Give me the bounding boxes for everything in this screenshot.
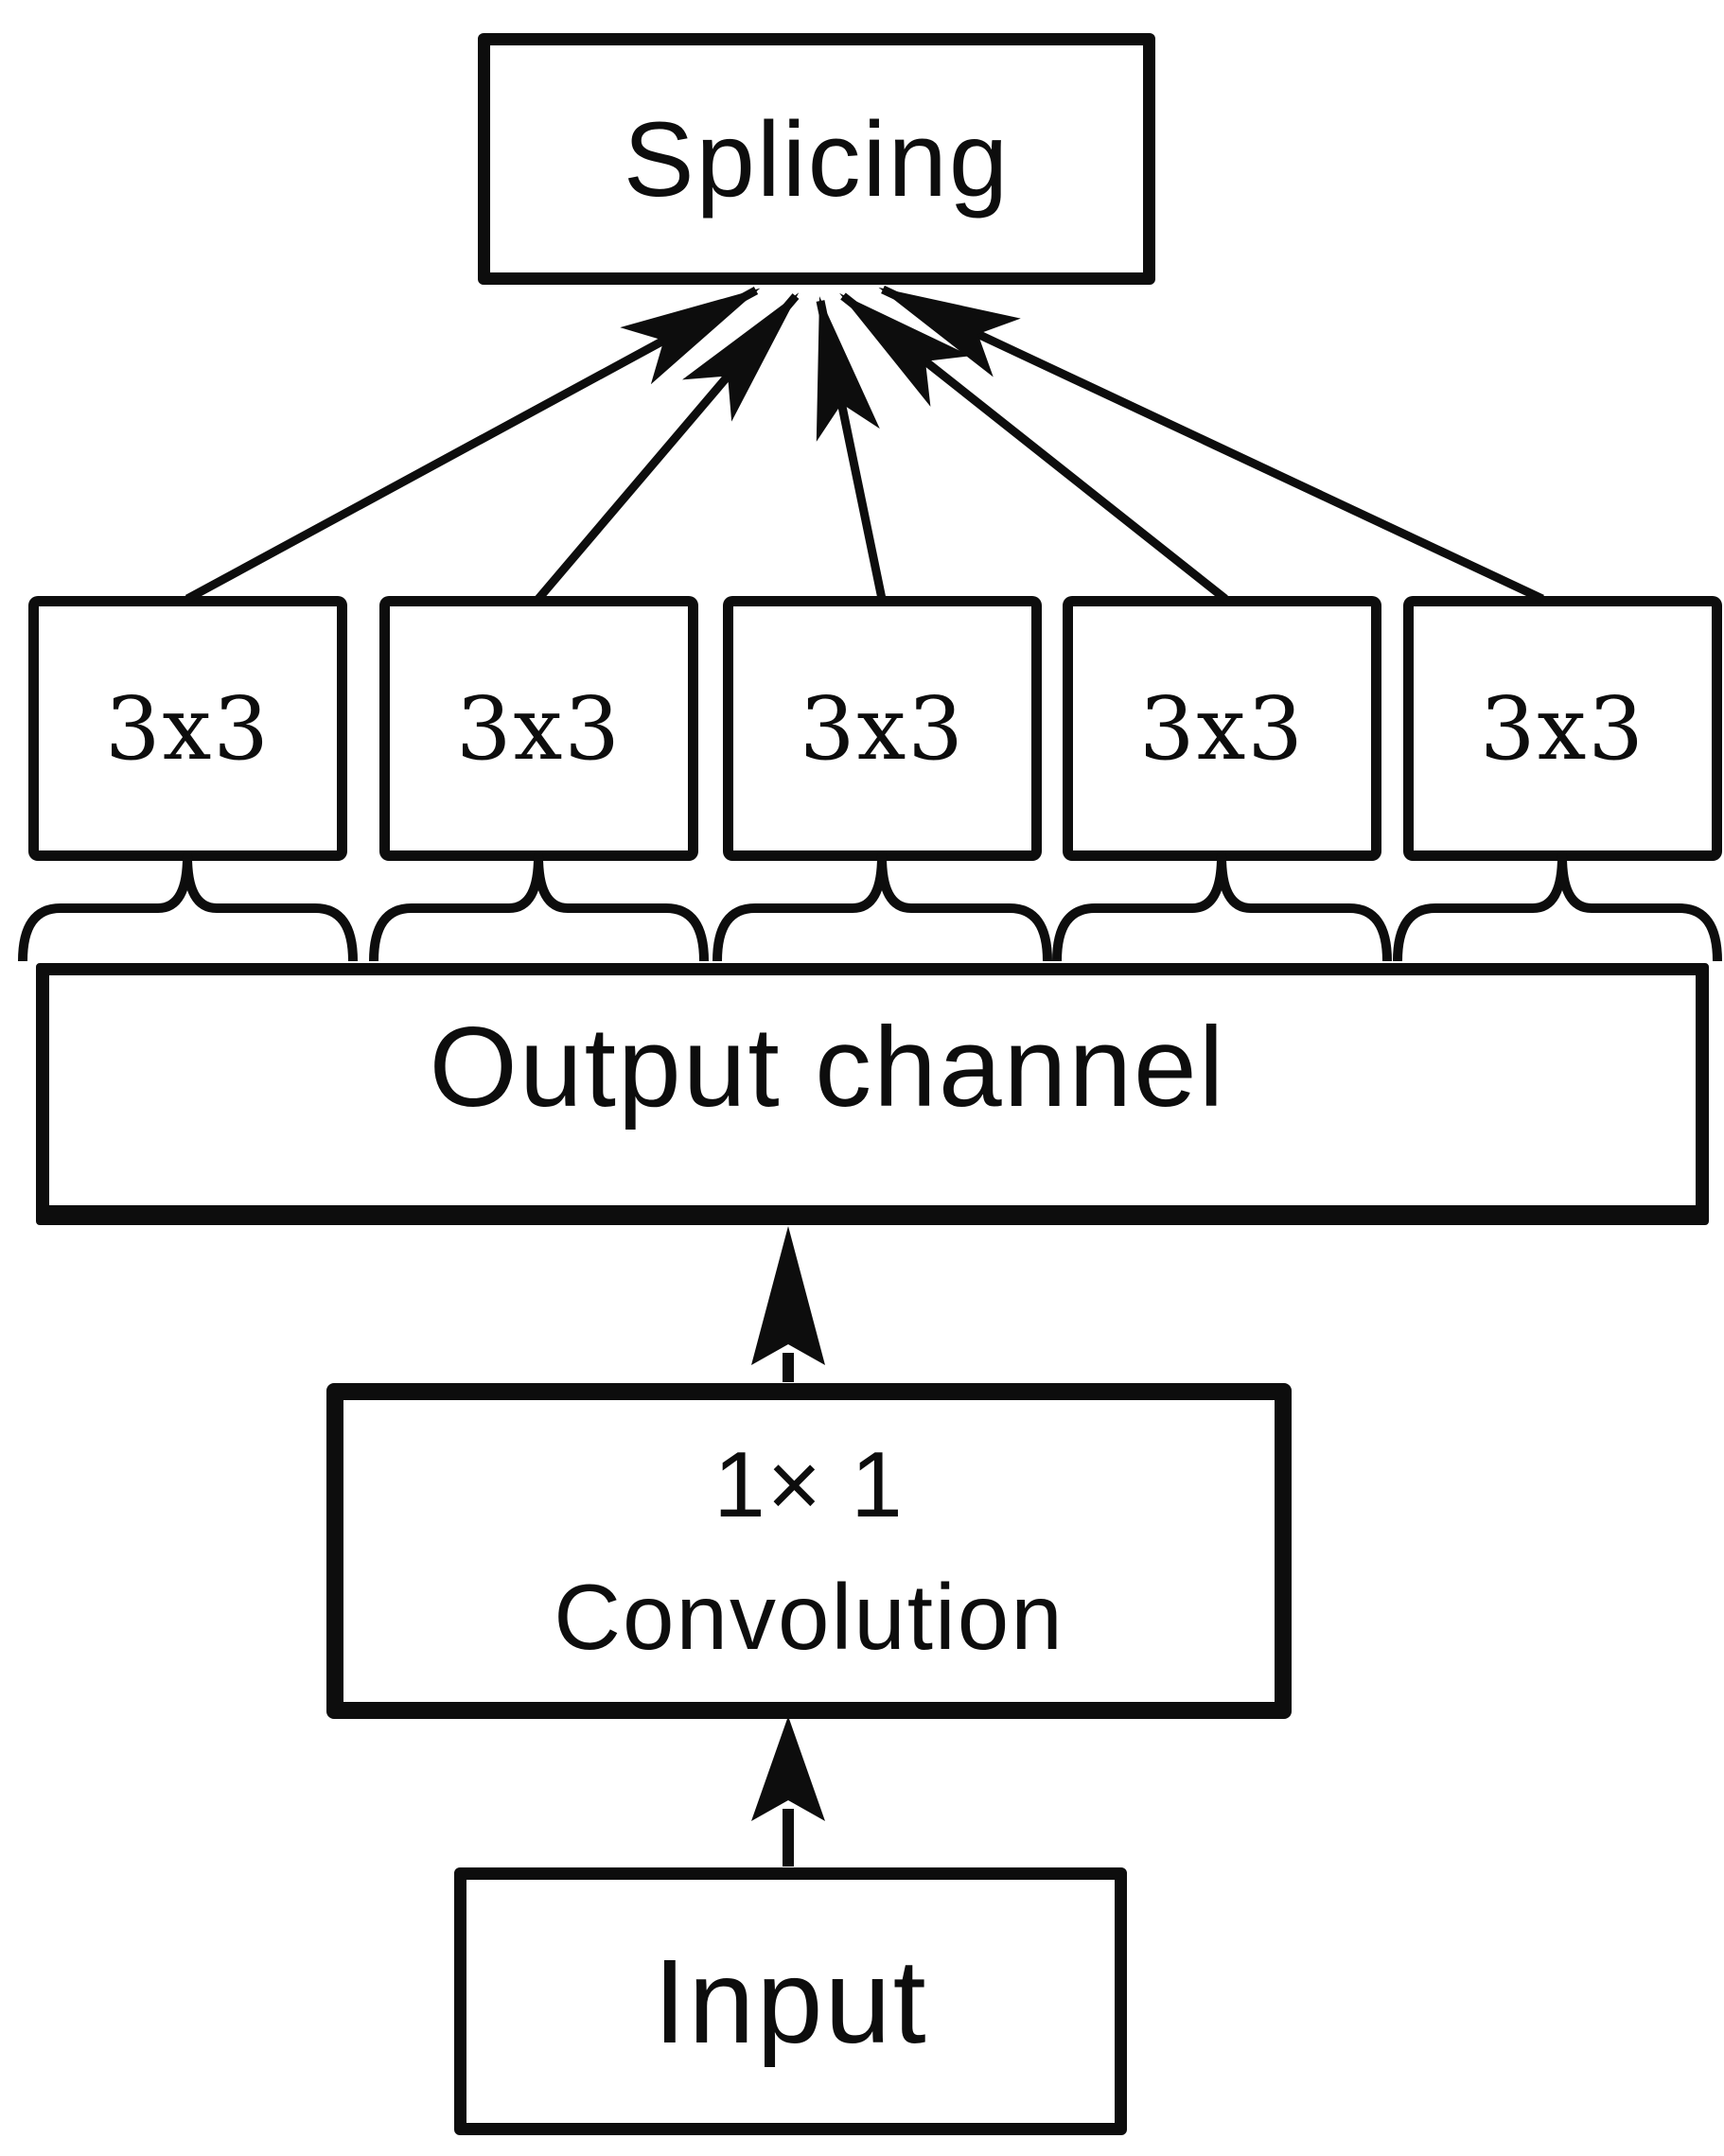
- splice-arrow-2: [535, 292, 800, 602]
- convolution-label-line2: Convolution: [554, 1564, 1064, 1669]
- splice-arrow-3: [816, 296, 887, 600]
- kernel-box-1: 3x3: [28, 596, 347, 861]
- kernel-box-3: 3x3: [723, 596, 1042, 861]
- kernel-box-4: 3x3: [1063, 596, 1381, 861]
- brace-1: [18, 851, 358, 962]
- brace-2: [369, 851, 709, 962]
- splicing-box: Splicing: [478, 33, 1155, 285]
- up-arrowhead-icon: [751, 1716, 825, 1821]
- splice-arrow-1: [185, 287, 761, 603]
- splicing-label: Splicing: [623, 99, 1011, 219]
- input-box: Input: [454, 1867, 1127, 2135]
- kernel-label-5: 3x3: [1480, 677, 1645, 780]
- kernel-label-4: 3x3: [1139, 677, 1305, 780]
- output-channel-box: Output channel: [36, 963, 1709, 1225]
- splice-arrow-5: [878, 285, 1544, 604]
- conv-to-output-arrow: [751, 1226, 825, 1382]
- brace-5: [1393, 851, 1722, 962]
- splice-arrow-4: [839, 292, 1228, 603]
- input-to-conv-arrow: [751, 1716, 825, 1867]
- kernel-box-2: 3x3: [379, 596, 698, 861]
- output-channel-label: Output channel: [429, 1003, 1226, 1131]
- convolution-label-line1: 1× 1: [713, 1432, 905, 1537]
- kernel-label-2: 3x3: [456, 677, 622, 780]
- brace-3: [712, 851, 1052, 962]
- kernel-label-3: 3x3: [800, 677, 965, 780]
- channel-group-braces: [18, 851, 1722, 962]
- kernel-box-5: 3x3: [1403, 596, 1722, 861]
- brace-4: [1052, 851, 1392, 962]
- up-arrowhead-icon: [751, 1226, 825, 1365]
- convolution-box: 1× 1 Convolution: [326, 1383, 1292, 1719]
- input-label: Input: [653, 1935, 928, 2068]
- kernel-label-1: 3x3: [105, 677, 271, 780]
- splice-arrows: [185, 285, 1544, 604]
